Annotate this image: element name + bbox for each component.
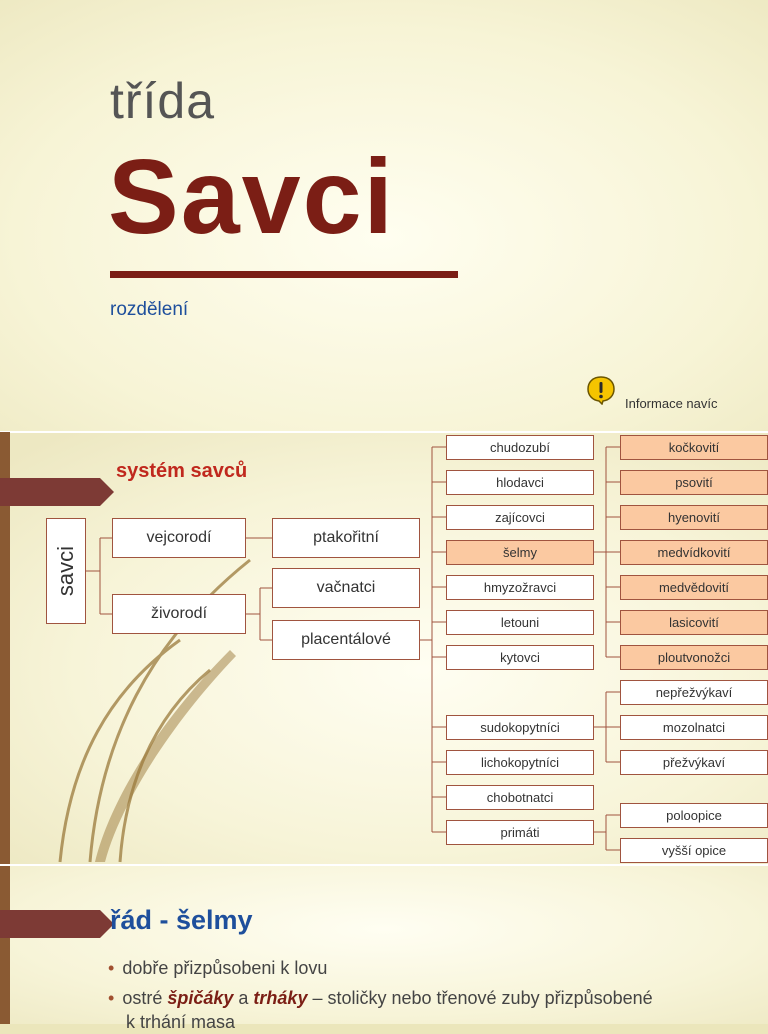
order-node: lichokopytníci [446, 750, 594, 775]
group-node: poloopice [620, 803, 768, 828]
family-node: medvídkovití [620, 540, 768, 565]
slide-tab-marker [0, 910, 114, 938]
slide-divider [0, 864, 768, 866]
group-node: mozolnatci [620, 715, 768, 740]
order-node: chobotnatci [446, 785, 594, 810]
title-underline [110, 271, 458, 278]
order-node: kytovci [446, 645, 594, 670]
node-ptakoritni: ptakořitní [272, 518, 420, 558]
family-node: medvědovití [620, 575, 768, 600]
order-node: zajícovci [446, 505, 594, 530]
page-title: Savci [108, 138, 396, 256]
group-node: nepřežvýkaví [620, 680, 768, 705]
family-node: hyenovití [620, 505, 768, 530]
node-zivorodi: živorodí [112, 594, 246, 634]
order-node: hmyzožravci [446, 575, 594, 600]
list-item-continuation: k trhání masa [126, 1012, 236, 1032]
keyword-trhaky: trháky [253, 988, 308, 1008]
info-label: Informace navíc [625, 396, 718, 411]
node-vejcorodi: vejcorodí [112, 518, 246, 558]
list-item: •dobře přizpůsobeni k lovu [108, 958, 328, 978]
order-node: letouni [446, 610, 594, 635]
family-node: ploutvonožci [620, 645, 768, 670]
list-item: •ostré špičáky a trháky – stoličky nebo … [108, 988, 653, 1008]
slide-tab-marker [0, 478, 114, 506]
class-label: třída [110, 73, 216, 129]
exclamation-speech-icon [587, 376, 615, 405]
group-node: přežvýkaví [620, 750, 768, 775]
system-heading: systém savců [116, 460, 248, 482]
family-node: kočkovití [620, 435, 768, 460]
order-node-selmy: šelmy [446, 540, 594, 565]
node-placentalove: placentálové [272, 620, 420, 660]
node-vacnatci: vačnatci [272, 568, 420, 608]
slide-divider [0, 431, 768, 433]
selmy-slide [0, 866, 768, 1024]
left-accent-bar [0, 866, 10, 1024]
family-node: psovití [620, 470, 768, 495]
title-slide [0, 0, 768, 432]
section-heading: řád - šelmy [110, 905, 253, 935]
order-node: chudozubí [446, 435, 594, 460]
subtitle: rozdělení [110, 299, 189, 320]
order-node: sudokopytníci [446, 715, 594, 740]
keyword-spicaky: špičáky [167, 988, 234, 1008]
group-node: vyšší opice [620, 838, 768, 863]
tree-root-savci: savci [46, 518, 86, 624]
left-accent-bar [0, 432, 10, 864]
order-node: hlodavci [446, 470, 594, 495]
order-node: primáti [446, 820, 594, 845]
family-node: lasicovití [620, 610, 768, 635]
